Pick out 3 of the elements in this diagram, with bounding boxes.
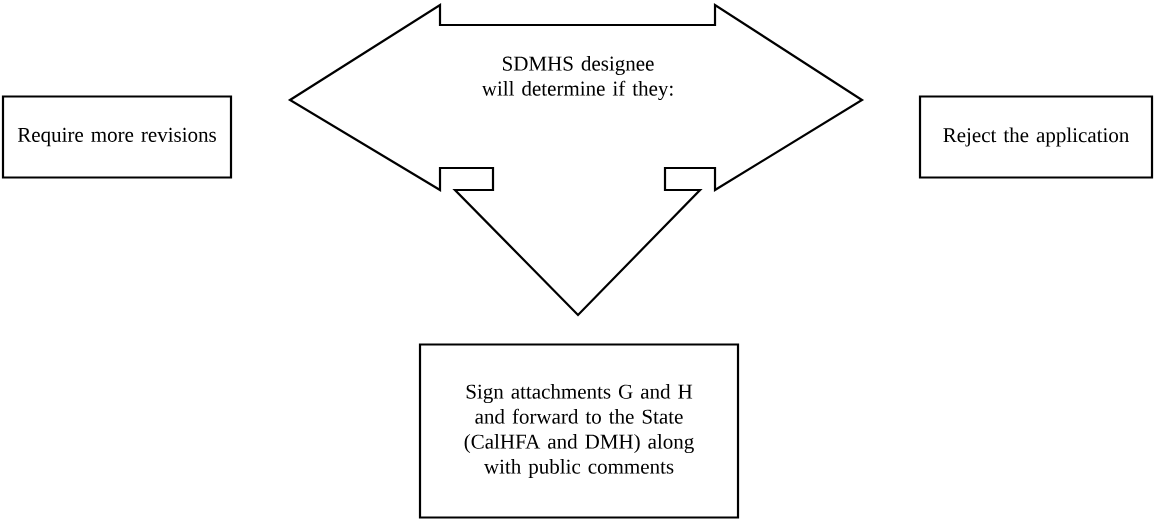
outcome-box: Sign attachments G and H and forward to the State (CalHFA and DMH) along with public comments bbox=[418, 343, 740, 519]
outcome-box: Require more revisions bbox=[1, 95, 233, 179]
outcome-box: Reject the application bbox=[918, 95, 1154, 179]
